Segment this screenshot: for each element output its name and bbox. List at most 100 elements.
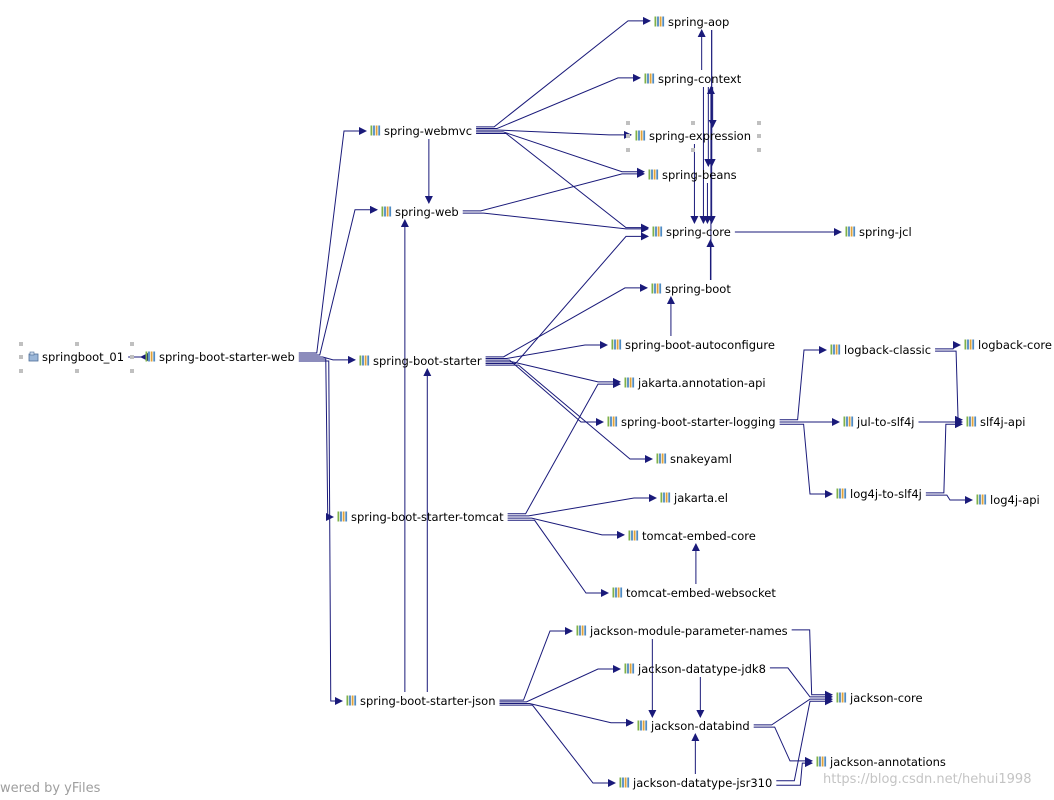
- node-log4j-api[interactable]: log4j-api: [976, 492, 1040, 508]
- selection-handle[interactable]: [19, 369, 23, 373]
- node-spring-boot-starter-json[interactable]: spring-boot-starter-json: [346, 693, 496, 709]
- dependency-edge[interactable]: [499, 627, 573, 701]
- dependency-edge[interactable]: [925, 420, 963, 494]
- node-logback-classic[interactable]: logback-classic: [830, 342, 931, 358]
- dependency-edge[interactable]: [462, 169, 645, 212]
- selection-handle[interactable]: [626, 148, 630, 152]
- dependency-edge[interactable]: [779, 423, 833, 498]
- dependency-edge[interactable]: [485, 341, 608, 359]
- node-jackson-databind[interactable]: jackson-databind: [637, 718, 750, 734]
- dependency-edge[interactable]: [769, 667, 833, 701]
- dependency-edge[interactable]: [507, 380, 621, 515]
- node-label: jackson-module-parameter-names: [590, 624, 788, 638]
- dependency-edge[interactable]: [935, 341, 961, 350]
- selection-handle[interactable]: [130, 355, 135, 359]
- dependency-edge[interactable]: [485, 364, 653, 463]
- node-spring-aop[interactable]: spring-aop: [654, 14, 729, 30]
- selection-handle[interactable]: [626, 121, 630, 125]
- selection-handle[interactable]: [19, 342, 23, 346]
- selection-handle[interactable]: [756, 134, 761, 138]
- node-spring-webmvc[interactable]: spring-webmvc: [370, 123, 472, 139]
- node-jackson-annotations[interactable]: jackson-annotations: [816, 754, 946, 770]
- dependency-edge[interactable]: [925, 494, 973, 504]
- node-label: logback-core: [978, 338, 1052, 352]
- dependency-edge[interactable]: [499, 704, 616, 787]
- node-jakarta-el[interactable]: jakarta.el: [660, 490, 728, 506]
- dependency-edge[interactable]: [298, 205, 378, 356]
- dependency-edge[interactable]: [499, 665, 621, 703]
- node-label: spring-boot-starter-web: [159, 350, 295, 364]
- maven-library-icon: [656, 453, 667, 464]
- selection-handle[interactable]: [756, 148, 761, 152]
- selection-handle[interactable]: [691, 148, 696, 152]
- node-jakarta-annotation-api[interactable]: jakarta.annotation-api: [624, 375, 766, 391]
- dependency-edge[interactable]: [776, 697, 833, 782]
- node-snakeyaml[interactable]: snakeyaml: [656, 451, 732, 467]
- node-label: spring-boot-starter-logging: [621, 415, 776, 429]
- selection-handle[interactable]: [74, 342, 79, 346]
- dependency-edge[interactable]: [298, 127, 367, 354]
- dependency-edge[interactable]: [476, 133, 649, 232]
- node-jackson-datatype-jdk8[interactable]: jackson-datatype-jdk8: [624, 661, 766, 677]
- node-spring-expression[interactable]: spring-expression: [635, 128, 751, 144]
- selection-handle[interactable]: [74, 369, 79, 373]
- node-spring-web[interactable]: spring-web: [381, 204, 459, 220]
- node-spring-context[interactable]: spring-context: [644, 71, 741, 87]
- selection-handle[interactable]: [756, 121, 761, 125]
- dependency-edge[interactable]: [476, 73, 641, 129]
- node-springboot-01[interactable]: springboot_01: [28, 349, 124, 365]
- dependency-edge[interactable]: [507, 517, 625, 539]
- dependency-edge[interactable]: [791, 629, 833, 699]
- node-jul-to-slf4j[interactable]: jul-to-slf4j: [843, 414, 914, 430]
- dependency-edge[interactable]: [935, 350, 963, 424]
- node-slf4j-api[interactable]: slf4j-api: [966, 414, 1025, 430]
- dependency-edge[interactable]: [476, 129, 632, 139]
- dependency-edge[interactable]: [476, 16, 651, 128]
- node-tomcat-embed-core[interactable]: tomcat-embed-core: [628, 528, 756, 544]
- dependency-edge[interactable]: [753, 726, 813, 765]
- dependency-edge[interactable]: [507, 519, 609, 597]
- node-spring-beans[interactable]: spring-beans: [648, 167, 737, 183]
- node-spring-boot-starter-tomcat[interactable]: spring-boot-starter-tomcat: [337, 509, 504, 525]
- dependency-edge[interactable]: [298, 358, 334, 521]
- dependency-edge[interactable]: [462, 212, 649, 233]
- dependency-edge[interactable]: [499, 703, 634, 727]
- node-spring-core[interactable]: spring-core: [652, 224, 731, 240]
- node-jackson-datatype-jsr310[interactable]: jackson-datatype-jsr310: [619, 775, 772, 791]
- dependency-edge[interactable]: [776, 759, 813, 786]
- node-tomcat-embed-websocket[interactable]: tomcat-embed-websocket: [612, 585, 776, 601]
- maven-library-icon: [843, 416, 854, 427]
- dependency-edge[interactable]: [298, 360, 343, 705]
- dependency-edge[interactable]: [779, 346, 827, 421]
- node-jackson-module-parameter-names[interactable]: jackson-module-parameter-names: [576, 623, 788, 639]
- node-spring-boot-starter-logging[interactable]: spring-boot-starter-logging: [607, 414, 776, 430]
- selection-handle[interactable]: [130, 369, 135, 373]
- node-spring-boot-starter[interactable]: spring-boot-starter: [359, 353, 482, 369]
- dependency-edge[interactable]: [298, 355, 356, 364]
- selection-handle[interactable]: [691, 121, 696, 125]
- dependency-edge[interactable]: [485, 283, 648, 358]
- node-spring-jcl[interactable]: spring-jcl: [845, 224, 912, 240]
- maven-library-icon: [660, 492, 671, 503]
- maven-library-icon: [654, 16, 665, 27]
- dependency-edge[interactable]: [476, 131, 645, 176]
- selection-handle[interactable]: [626, 134, 630, 138]
- dependency-edge[interactable]: [507, 494, 657, 517]
- node-spring-boot-autoconfigure[interactable]: spring-boot-autoconfigure: [611, 337, 775, 353]
- dependency-edge[interactable]: [485, 361, 621, 386]
- node-jackson-core[interactable]: jackson-core: [836, 690, 923, 706]
- dependency-edge[interactable]: [485, 359, 604, 426]
- node-spring-boot[interactable]: spring-boot: [651, 281, 731, 297]
- dependency-edge[interactable]: [485, 232, 649, 364]
- maven-library-icon: [359, 355, 370, 366]
- node-log4j-to-slf4j[interactable]: log4j-to-slf4j: [836, 486, 922, 502]
- node-logback-core[interactable]: logback-core: [964, 337, 1052, 353]
- maven-library-icon: [976, 494, 987, 505]
- selection-handle[interactable]: [130, 342, 135, 346]
- selection-handle[interactable]: [19, 355, 23, 359]
- node-spring-boot-starter-web[interactable]: spring-boot-starter-web: [145, 349, 295, 365]
- maven-library-icon: [576, 625, 587, 636]
- dependency-edge[interactable]: [753, 695, 833, 726]
- maven-library-icon: [644, 73, 655, 84]
